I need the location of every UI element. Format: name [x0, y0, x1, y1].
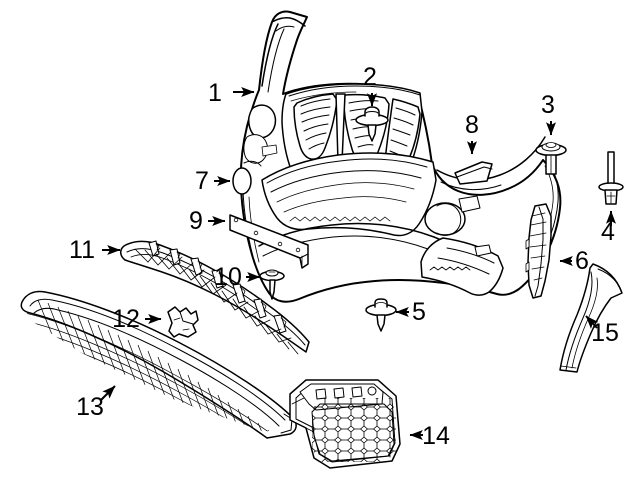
part-license-plate-bracket-9[interactable] [229, 214, 309, 269]
callout-2[interactable]: 2 [363, 63, 377, 107]
part-side-guide-rail-6[interactable] [525, 203, 552, 299]
callout-5-number: 5 [412, 298, 426, 326]
part-side-air-intake-grille-14[interactable] [289, 379, 402, 469]
callout-2-number: 2 [363, 63, 377, 91]
callout-10-number: 10 [214, 263, 242, 291]
callout-7[interactable]: 7 [195, 167, 231, 195]
callout-1[interactable]: 1 [208, 79, 255, 107]
callout-11[interactable]: 11 [69, 236, 121, 264]
callout-8[interactable]: 8 [465, 111, 479, 155]
callout-3[interactable]: 3 [541, 91, 556, 136]
part-pin-rivet-4[interactable] [598, 151, 624, 205]
callout-12-number: 12 [112, 305, 140, 333]
callout-9-number: 9 [189, 207, 203, 235]
callout-5[interactable]: 5 [395, 298, 426, 326]
callout-15[interactable]: 15 [585, 315, 619, 347]
callout-15-number: 15 [591, 319, 619, 347]
part-push-rivet-clip-2[interactable] [355, 106, 389, 142]
callout-6[interactable]: 6 [559, 247, 589, 275]
callout-1-number: 1 [208, 79, 222, 107]
callout-9[interactable]: 9 [189, 207, 226, 235]
callout-layer: 1 2 3 4 5 6 7 8 [69, 63, 619, 450]
callout-13[interactable]: 13 [76, 385, 116, 421]
callout-10[interactable]: 10 [214, 263, 261, 291]
callout-15-leader [585, 315, 599, 329]
part-expansion-rivet-3[interactable] [535, 142, 567, 175]
part-retainer-clip-12[interactable] [167, 306, 199, 338]
callout-6-number: 6 [575, 247, 589, 275]
callout-4[interactable]: 4 [601, 210, 616, 246]
callout-14[interactable]: 14 [409, 422, 450, 450]
part-push-rivet-clip-5[interactable] [365, 298, 397, 332]
callout-13-number: 13 [76, 393, 104, 421]
callout-8-number: 8 [465, 111, 479, 139]
callout-11-number: 11 [69, 236, 95, 264]
callout-12[interactable]: 12 [112, 305, 162, 333]
callout-14-number: 14 [422, 422, 450, 450]
part-grille-support-carrier-11[interactable] [120, 240, 310, 355]
part-flap-cover-8[interactable] [454, 161, 493, 185]
callout-3-number: 3 [541, 91, 555, 119]
callout-4-number: 4 [601, 218, 615, 246]
callout-13-leader [100, 385, 116, 401]
callout-7-number: 7 [195, 167, 209, 195]
part-screw-rivet-10[interactable] [259, 269, 285, 300]
part-tow-hook-cap-7[interactable] [232, 167, 252, 195]
